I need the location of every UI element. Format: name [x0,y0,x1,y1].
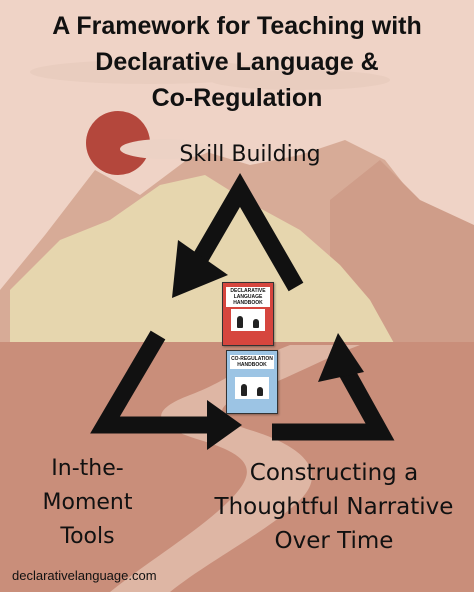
arrowhead-left [207,400,242,450]
footer-url: declarativelanguage.com [12,568,157,583]
sun [86,111,150,175]
node-left-line-3: Tools [60,524,115,549]
co-regulation-handbook-cover: CO-REGULATION HANDBOOK [226,350,278,414]
title-line-3: Co-Regulation [151,84,323,112]
book-title: DECLARATIVE LANGUAGE HANDBOOK [226,287,270,307]
declarative-language-handbook-cover: DECLARATIVE LANGUAGE HANDBOOK [222,282,274,346]
node-right-line-1: Constructing a [249,460,419,486]
node-right-line-2: Thoughtful Narrative [214,494,454,520]
book-illustration [235,377,269,399]
arrow-left-path [90,330,215,434]
river-path [110,345,360,592]
cloud [210,70,390,90]
book-illustration [231,309,265,331]
arrowheads [172,240,364,450]
cloud [120,139,210,159]
node-left-line-1: In-the- [51,456,124,481]
cycle-arrows [90,173,395,441]
node-right-line-3: Over Time [274,528,394,554]
node-in-the-moment-tools: In-the- Moment Tools [20,452,155,554]
cloud [30,60,270,84]
node-left-line-2: Moment [42,490,133,515]
node-skill-building-label: Skill Building [179,142,321,167]
arrowhead-top [172,240,228,298]
page-title: A Framework for Teaching with Declarativ… [0,8,474,116]
title-line-2: Declarative Language & [95,48,379,76]
arrowhead-right [318,333,364,382]
title-line-1: A Framework for Teaching with [52,12,422,40]
node-skill-building: Skill Building [150,140,350,170]
node-constructing-narrative: Constructing a Thoughtful Narrative Over… [198,456,470,558]
book-title: CO-REGULATION HANDBOOK [230,355,274,369]
arrow-top-path [182,173,304,292]
arrow-right-path [272,355,395,441]
